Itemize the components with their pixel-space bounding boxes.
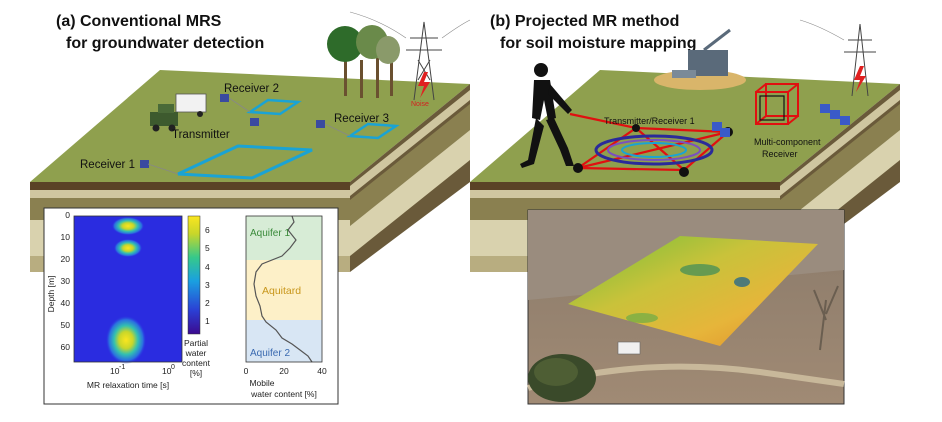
receiver-cubes-b <box>712 104 850 137</box>
profile-x-ticks: 0 20 40 <box>244 366 327 376</box>
y-tick: 10 <box>61 232 71 242</box>
profile-xlabel-line1: Mobile <box>249 378 274 388</box>
heatmap <box>73 215 183 364</box>
aquitard-label: Aquitard <box>262 285 301 297</box>
power-pylon-icon <box>349 11 471 101</box>
heatmap-ylabel: Depth [m] <box>46 276 56 313</box>
y-tick: 20 <box>61 254 71 264</box>
y-tick: 40 <box>61 298 71 308</box>
noise-label: Noise <box>411 101 429 108</box>
colorbar-label: Partial water content [%] <box>182 338 211 378</box>
van-icon <box>617 341 641 355</box>
truck-icon <box>150 93 207 132</box>
cb-tick: 3 <box>205 280 210 290</box>
svg-text:0: 0 <box>244 366 249 376</box>
heatmap-y-ticks: 0 10 20 30 40 50 60 <box>61 210 71 352</box>
cb-tick: 5 <box>205 243 210 253</box>
svg-text:40: 40 <box>317 366 327 376</box>
transmitter-label: Transmitter <box>172 129 230 141</box>
cb-tick: 1 <box>205 316 210 326</box>
panel-b-title-line2: for soil moisture mapping <box>500 35 696 52</box>
receiver3-label: Receiver 3 <box>334 113 389 125</box>
receiver2-label: Receiver 2 <box>224 83 279 95</box>
transmitter-receiver-label: Transmitter/Receiver 1 <box>604 116 695 126</box>
lightning-icon-b <box>854 66 866 92</box>
x-tick-base: 10 <box>162 366 172 376</box>
svg-text:[%]: [%] <box>190 368 202 378</box>
x-tick-exp: 0 <box>171 364 175 371</box>
y-tick: 0 <box>65 210 70 220</box>
receiver1-label: Receiver 1 <box>80 159 135 171</box>
receiver-box-icons <box>140 94 325 168</box>
cb-tick: 6 <box>205 225 210 235</box>
svg-text:Partial: Partial <box>184 338 208 348</box>
panel-b: (b) Projected MR method for soil moistur… <box>470 13 900 405</box>
svg-text:20: 20 <box>279 366 289 376</box>
svg-text:water: water <box>185 348 207 358</box>
water-content-profile <box>245 215 323 363</box>
person-icon <box>520 63 574 168</box>
multicomponent-label-line2: Receiver <box>762 149 798 159</box>
panel-a: (a) Conventional MRS for groundwater det… <box>30 11 471 405</box>
transmitter-loop-b <box>594 134 714 166</box>
x-tick-base: 10 <box>110 366 120 376</box>
colorbar-ticks: 6 5 4 3 2 1 <box>205 225 210 326</box>
y-tick: 50 <box>61 320 71 330</box>
panel-a-title-line1: (a) Conventional MRS <box>56 13 222 30</box>
aquifer2-label: Aquifer 2 <box>250 348 290 359</box>
colorbar <box>187 215 201 335</box>
connection-lines <box>147 97 351 175</box>
svg-text:content: content <box>182 358 211 368</box>
aquifer1-label: Aquifer 1 <box>250 228 290 239</box>
panel-a-title-line2: for groundwater detection <box>66 35 264 52</box>
y-tick: 30 <box>61 276 71 286</box>
power-pylon-icon-b <box>799 19 876 97</box>
profile-xlabel-line2: water content [%] <box>250 389 317 399</box>
lightning-icon <box>418 72 430 98</box>
harvester-icon <box>654 28 746 90</box>
cb-tick: 4 <box>205 262 210 272</box>
y-tick: 60 <box>61 342 71 352</box>
transmitter-loop <box>177 144 313 180</box>
heatmap-xlabel: MR relaxation time [s] <box>87 380 169 390</box>
receiver3-loop <box>346 122 400 140</box>
aerial-photo <box>527 209 845 405</box>
multicomponent-label-line1: Multi-component <box>754 137 821 147</box>
receiver2-loop <box>246 98 302 116</box>
trees-icon <box>327 25 400 98</box>
x-tick-exp: -1 <box>119 364 125 371</box>
panel-b-title-line1: (b) Projected MR method <box>490 13 679 30</box>
heatmap-x-ticks: 10 -1 10 0 <box>110 364 175 376</box>
cb-tick: 2 <box>205 298 210 308</box>
multicomponent-receiver-icon <box>755 83 799 125</box>
